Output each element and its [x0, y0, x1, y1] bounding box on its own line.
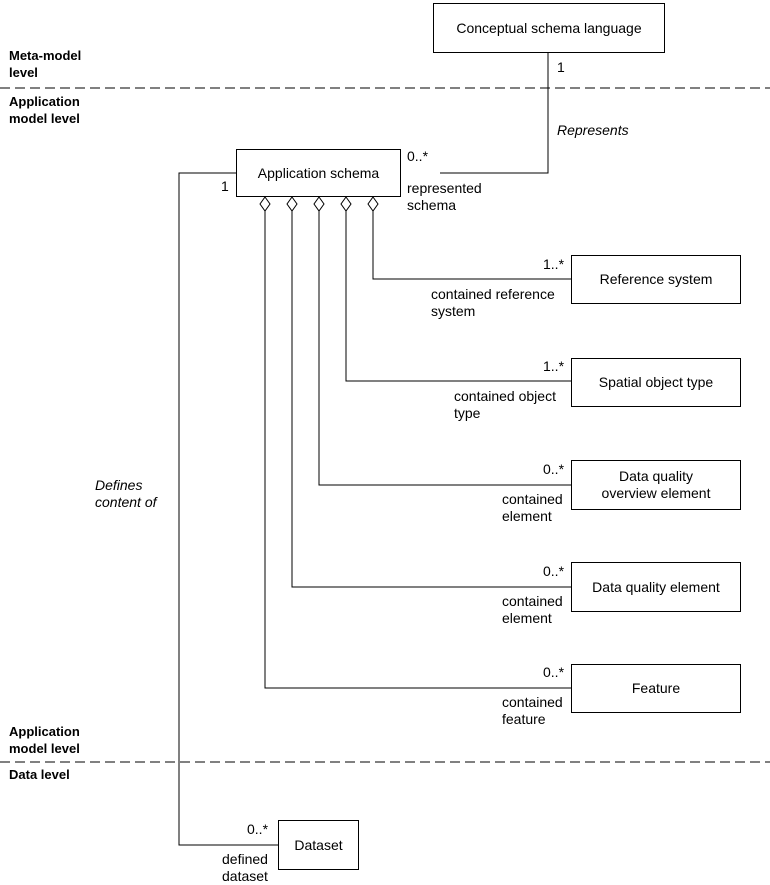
defines-content-of-association-name: Defines content of — [95, 477, 157, 510]
reference-system-multiplicity: 1..* — [543, 256, 565, 272]
application-model-level-label-top: Application model level — [9, 94, 80, 126]
data-quality-element-multiplicity: 0..* — [543, 563, 565, 579]
class-feature: Feature — [571, 664, 741, 713]
data-quality-element-role: contained element — [502, 593, 563, 626]
aggregation-diamond-reference-system — [367, 196, 379, 212]
spatial-object-type-multiplicity: 1..* — [543, 358, 565, 374]
represents-target-multiplicity: 0..* — [407, 148, 429, 164]
class-data-quality-element: Data quality element — [571, 562, 741, 612]
aggregation-diamond-data-quality-overview-element — [313, 196, 325, 212]
meta-model-level-label: Meta-model level — [9, 48, 82, 80]
feature-multiplicity: 0..* — [543, 664, 565, 680]
aggregation-line-feature — [264, 211, 572, 689]
represents-association-name: Represents — [557, 122, 629, 138]
reference-system-role: contained reference system — [431, 286, 555, 319]
defines-content-of-association-line — [178, 172, 278, 846]
represents-association-line — [440, 52, 549, 174]
feature-role: contained feature — [502, 694, 563, 727]
aggregation-diamond-data-quality-element — [286, 196, 298, 212]
defines-source-multiplicity: 1 — [221, 178, 229, 194]
represents-target-role: represented schema — [407, 180, 482, 213]
aggregation-line-spatial-object-type — [345, 211, 572, 382]
aggregation-line-data-quality-element — [291, 211, 572, 588]
aggregation-line-data-quality-overview-element — [318, 211, 572, 486]
aggregation-line-reference-system — [372, 211, 572, 280]
class-reference-system: Reference system — [571, 255, 741, 304]
class-spatial-object-type: Spatial object type — [571, 358, 741, 407]
data-quality-overview-element-role: contained element — [502, 491, 563, 524]
aggregation-diamond-feature — [259, 196, 271, 212]
aggregation-diamond-spatial-object-type — [340, 196, 352, 212]
application-model-level-label-bottom: Application model level — [9, 724, 80, 756]
class-data-quality-overview-element: Data quality overview element — [571, 460, 741, 510]
class-conceptual-schema-language: Conceptual schema language — [433, 3, 665, 53]
data-quality-overview-element-multiplicity: 0..* — [543, 461, 565, 477]
spatial-object-type-role: contained object type — [454, 388, 556, 421]
defines-target-role: defined dataset — [222, 851, 268, 884]
represents-source-multiplicity: 1 — [557, 59, 565, 75]
defines-target-multiplicity: 0..* — [247, 821, 269, 837]
class-dataset: Dataset — [278, 820, 359, 870]
data-level-label: Data level — [9, 767, 70, 782]
class-application-schema: Application schema — [236, 149, 401, 197]
